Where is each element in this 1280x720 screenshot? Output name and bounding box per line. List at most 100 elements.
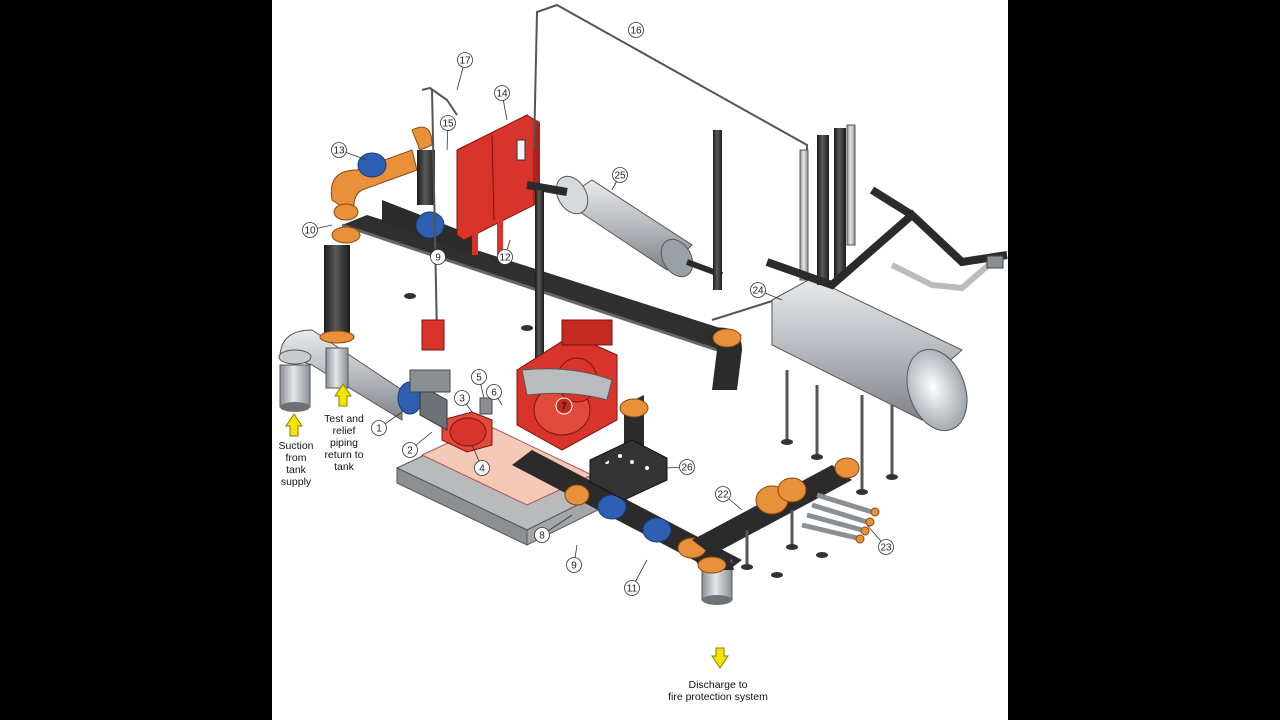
callout-circle — [474, 460, 490, 476]
callout-12: 12 — [497, 239, 513, 265]
callout-circle — [471, 369, 487, 385]
callout-5: 5 — [471, 369, 487, 399]
callout-11: 11 — [624, 559, 648, 596]
discharge-label: Discharge to fire protection system — [668, 679, 768, 703]
suction-label-line3: tank — [286, 464, 307, 476]
callout-number: 6 — [491, 388, 497, 399]
callout-14: 14 — [494, 85, 510, 121]
callout-circle — [457, 52, 473, 68]
callout-number: 17 — [459, 56, 471, 67]
callout-number: 7 — [561, 402, 567, 413]
callout-number: 24 — [752, 286, 764, 297]
callout-2: 2 — [402, 431, 433, 458]
callout-number: 10 — [304, 226, 316, 237]
discharge-piping — [512, 395, 742, 605]
callout-25: 25 — [611, 167, 628, 191]
controller-cabinet — [456, 114, 540, 255]
callout-circle — [402, 442, 418, 458]
callout-circle — [679, 459, 695, 475]
callout-number: 9 — [571, 561, 577, 572]
suction-arrow — [285, 413, 303, 437]
discharge-arrow — [711, 647, 729, 669]
callout-26: 26 — [666, 459, 695, 475]
callout-circle — [486, 384, 502, 400]
callout-circle — [878, 539, 894, 555]
callout-13: 13 — [331, 142, 368, 161]
test-relief-line2: relief — [333, 425, 356, 437]
left-riser — [319, 245, 355, 389]
callout-circle — [534, 527, 550, 543]
test-relief-line4: return to — [324, 449, 363, 461]
callout-circle — [430, 249, 446, 265]
callout-number: 23 — [880, 543, 892, 554]
callout-number: 16 — [630, 26, 642, 37]
callout-number: 5 — [476, 373, 482, 384]
suction-label-line1: Suction — [278, 440, 313, 452]
test-relief-label: Test and relief piping return to tank — [324, 413, 364, 473]
support-feet — [404, 293, 828, 578]
callout-15: 15 — [440, 115, 456, 151]
callout-circle — [440, 115, 456, 131]
callout-22: 22 — [715, 486, 743, 511]
callout-17: 17 — [456, 52, 473, 91]
vent-stacks — [765, 124, 1008, 292]
test-relief-line3: piping — [330, 437, 358, 449]
callout-number: 22 — [717, 490, 729, 501]
callout-9b: 9 — [566, 544, 582, 573]
test-relief-line5: tank — [334, 461, 355, 473]
callout-number: 8 — [539, 531, 545, 542]
callout-circle — [371, 420, 387, 436]
pressure-maintenance-tank — [526, 130, 724, 400]
test-header — [692, 457, 880, 570]
engine-control-box — [589, 439, 668, 501]
callout-circle — [555, 397, 573, 415]
callout-7: 7 — [555, 397, 573, 415]
callout-number: 3 — [459, 394, 465, 405]
callout-6: 6 — [486, 384, 503, 406]
suction-label-line2: from — [286, 452, 307, 464]
callout-8: 8 — [534, 514, 573, 543]
callout-circle — [715, 486, 731, 502]
callout-number: 11 — [627, 584, 638, 595]
callout-circle — [454, 390, 470, 406]
callout-circle — [628, 22, 644, 38]
callout-23: 23 — [866, 524, 894, 555]
fire-pump — [421, 319, 618, 453]
callout-3: 3 — [454, 390, 473, 413]
test-relief-arrow — [334, 383, 352, 407]
callout-number: 25 — [614, 171, 626, 182]
callout-circle — [566, 557, 582, 573]
callout-circle — [750, 282, 766, 298]
callout-number: 13 — [333, 146, 345, 157]
discharge-label-line2: fire protection system — [668, 691, 768, 703]
discharge-label-line1: Discharge to — [689, 679, 748, 691]
callout-circle — [624, 580, 640, 596]
test-relief-line1: Test and — [324, 413, 364, 425]
fuel-tank — [771, 277, 968, 495]
callout-number: 2 — [407, 446, 413, 457]
callout-number: 15 — [442, 119, 454, 130]
diagram-frame: Suction from tank supply Test and relief… — [272, 0, 1008, 720]
callout-9a: 9 — [429, 237, 446, 265]
callout-1: 1 — [371, 411, 403, 436]
callout-circle — [302, 222, 318, 238]
callout-10: 10 — [302, 222, 333, 238]
callout-number: 1 — [376, 424, 382, 435]
callout-number: 12 — [499, 253, 511, 264]
callout-number: 14 — [496, 89, 508, 100]
callout-circle — [331, 142, 347, 158]
suction-label: Suction from tank supply — [278, 440, 313, 488]
callout-number: 9 — [435, 253, 441, 264]
callout-number: 26 — [681, 463, 693, 474]
callout-4: 4 — [471, 444, 490, 476]
callout-circle — [497, 249, 513, 265]
pump-suction-piping — [397, 369, 451, 431]
callout-circle — [494, 85, 510, 101]
suction-label-line4: supply — [281, 476, 312, 488]
callout-circle — [612, 167, 628, 183]
callout-number: 4 — [479, 464, 485, 475]
fire-pump-diagram: Suction from tank supply Test and relief… — [278, 3, 1008, 703]
callout-24: 24 — [750, 282, 783, 301]
callout-16: 16 — [628, 22, 644, 38]
